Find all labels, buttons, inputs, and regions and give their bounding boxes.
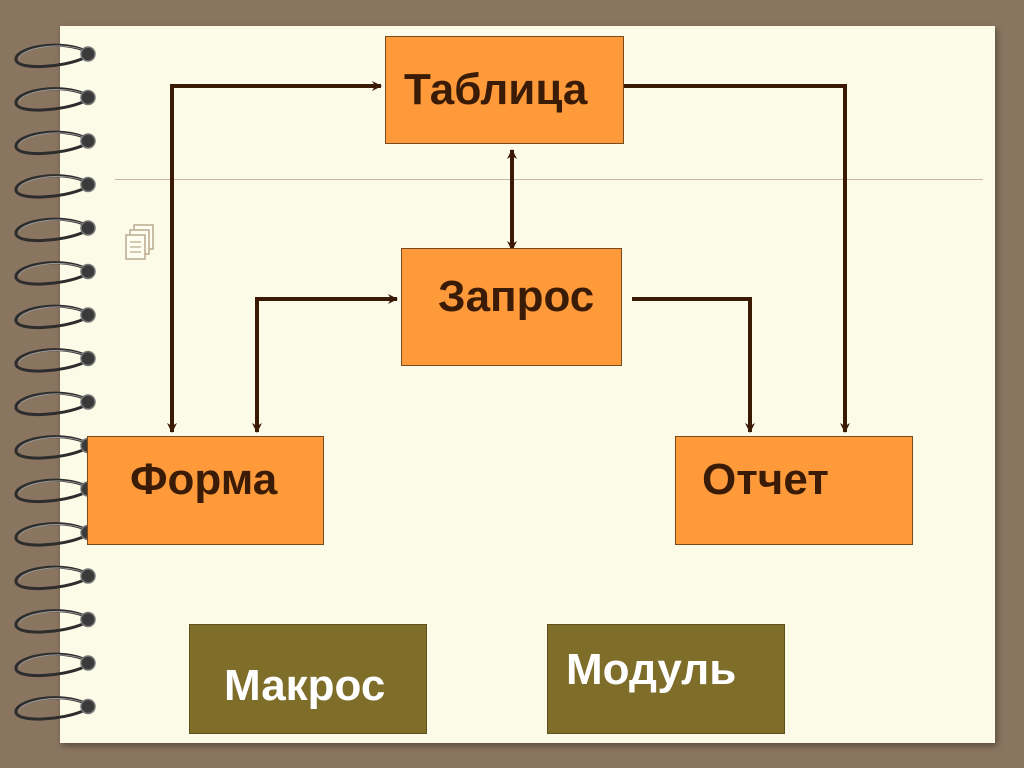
node-report: Отчет [675,436,913,545]
spiral-hole [80,46,96,62]
spiral-hole [80,568,96,584]
spiral-ring-highlight [18,567,87,581]
spiral-hole [80,611,96,628]
node-table-label: Таблица [404,65,588,114]
node-macro: Макрос [189,624,427,734]
node-macro-label: Макрос [224,661,386,710]
spiral-ring-highlight [18,480,87,494]
spiral-ring-highlight [18,45,87,59]
spiral-ring-highlight [18,88,87,102]
spiral-hole [80,133,96,149]
spiral-hole [80,350,96,367]
spiral-hole [80,220,96,236]
arrow-table-form [167,81,382,433]
spiral-ring-highlight [18,132,87,146]
divider-line [115,179,983,180]
arrow-table-report [624,84,850,433]
spiral-hole [80,176,96,193]
node-table: Таблица [385,36,624,144]
spiral-ring-highlight [18,349,87,363]
spiral-ring-highlight [18,697,87,711]
spiral-ring-highlight [18,610,87,624]
spiral-ring-highlight [18,393,87,407]
spiral-hole [80,655,96,671]
node-form: Форма [87,436,324,545]
spiral-hole [80,698,96,715]
spiral-ring-highlight [18,523,87,537]
arrow-query-form [252,294,398,433]
spiral-ring-highlight [18,306,87,320]
spiral-ring-highlight [18,654,87,668]
spiral-hole [80,89,96,106]
node-module-label: Модуль [566,645,737,694]
node-query-label: Запрос [438,272,595,321]
document-stack-icon [125,224,154,260]
node-query: Запрос [401,248,622,366]
node-report-label: Отчет [702,454,829,504]
spiral-ring-highlight [18,219,87,233]
spiral-ring-highlight [18,262,87,276]
node-module: Модуль [547,624,785,734]
spiral-hole [80,394,96,410]
spiral-hole [80,307,96,323]
spiral-hole [80,263,96,280]
spiral-ring-highlight [18,175,87,189]
spiral-ring-highlight [18,436,87,450]
node-form-label: Форма [130,454,278,504]
arrow-query-report [632,297,755,433]
